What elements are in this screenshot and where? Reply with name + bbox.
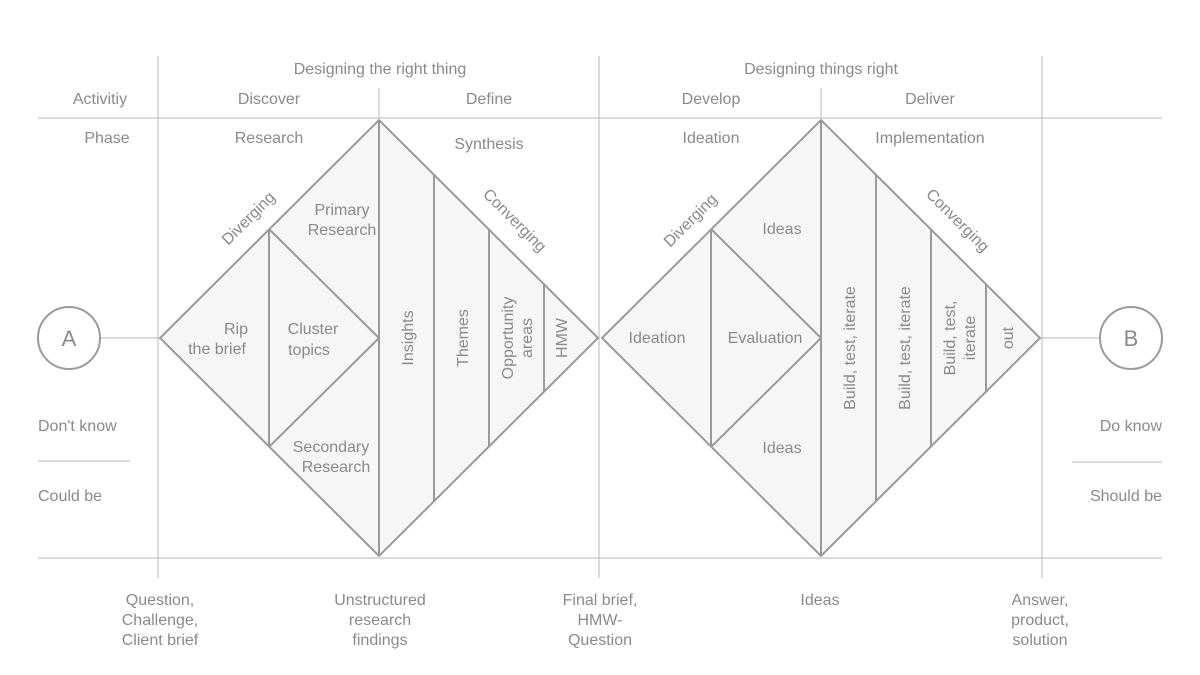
- group-title-right: Designing things right: [744, 61, 898, 78]
- state-should-be: Should be: [1090, 488, 1162, 505]
- end-letter: B: [1124, 326, 1139, 351]
- output-end-line-3: solution: [1012, 632, 1067, 649]
- phase-synthesis: Synthesis: [454, 136, 523, 153]
- output-start-line-1: Question,: [126, 592, 194, 609]
- phase-implementation: Implementation: [875, 130, 984, 147]
- primary-research-line-2: Research: [308, 222, 376, 239]
- secondary-research-line-1: Secondary: [293, 439, 370, 456]
- output-define-line-3: Question: [568, 632, 632, 649]
- cluster-topics-line-1: Cluster: [288, 321, 339, 338]
- output-define-line-2: HMW-: [577, 612, 622, 629]
- diamond-develop-deliver: [600, 118, 1042, 558]
- build-test-iterate-3-line-1: Build, test,: [942, 301, 959, 376]
- build-test-iterate-3-line-2: iterate: [962, 316, 979, 361]
- output-discover-line-2: research: [349, 612, 411, 629]
- state-do-know: Do know: [1100, 418, 1163, 435]
- activity-deliver: Deliver: [905, 91, 955, 108]
- out-label: out: [1000, 326, 1017, 349]
- activity-label: Activitiy: [73, 91, 127, 108]
- diamond-discover-define: [158, 118, 600, 558]
- end-circle: [1099, 306, 1163, 370]
- output-discover-line-1: Unstructured: [334, 592, 426, 609]
- activity-develop: Develop: [682, 91, 741, 108]
- insights-label: Insights: [400, 310, 417, 365]
- phase-ideation: Ideation: [683, 130, 740, 147]
- phase-label: Phase: [84, 130, 129, 147]
- output-end-line-2: product,: [1011, 612, 1069, 629]
- primary-research-line-1: Primary: [314, 202, 369, 219]
- build-test-iterate-1: Build, test, iterate: [842, 286, 859, 410]
- cluster-topics-line-2: topics: [288, 342, 330, 359]
- state-could-be: Could be: [38, 488, 102, 505]
- output-start-line-2: Challenge,: [122, 612, 199, 629]
- opportunity-areas-line-2: areas: [519, 318, 536, 358]
- rip-the-brief-line-1: Rip: [224, 321, 248, 338]
- rip-the-brief-line-2: the brief: [188, 341, 246, 358]
- opportunity-areas-line-1: Opportunity: [500, 297, 517, 380]
- start-circle: [37, 306, 101, 370]
- state-dont-know: Don't know: [38, 418, 117, 435]
- phase-research: Research: [235, 130, 303, 147]
- ideation-label: Ideation: [629, 330, 686, 347]
- activity-define: Define: [466, 91, 512, 108]
- output-end-line-1: Answer,: [1012, 592, 1069, 609]
- build-test-iterate-2: Build, test, iterate: [897, 286, 914, 410]
- start-letter: A: [62, 326, 77, 351]
- output-discover-line-3: findings: [352, 632, 407, 649]
- ideas-bottom-label: Ideas: [762, 440, 801, 457]
- secondary-research-line-2: Research: [302, 459, 370, 476]
- output-define-line-1: Final brief,: [563, 592, 638, 609]
- group-title-left: Designing the right thing: [294, 61, 467, 78]
- grid-lines: [38, 56, 1162, 578]
- evaluation-label: Evaluation: [728, 330, 803, 347]
- output-start-line-3: Client brief: [122, 632, 199, 649]
- output-develop: Ideas: [800, 592, 839, 609]
- activity-discover: Discover: [238, 91, 301, 108]
- ideas-top-label: Ideas: [762, 221, 801, 238]
- hmw-label: HMW: [554, 317, 571, 358]
- themes-label: Themes: [455, 309, 472, 367]
